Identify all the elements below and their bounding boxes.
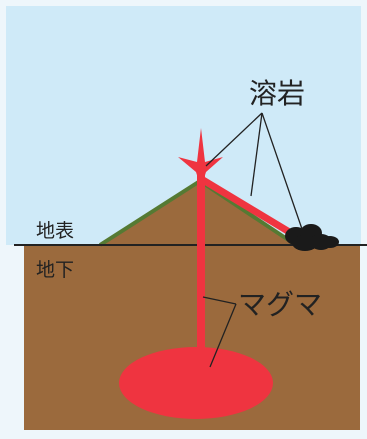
magma-label: マグマ [238, 288, 322, 321]
lava-flow [199, 176, 300, 240]
magma-conduit [197, 175, 205, 355]
lava-label: 溶岩 [249, 77, 305, 110]
magma-chamber [119, 347, 273, 419]
eruption-burst [178, 128, 223, 188]
lava-rocks [285, 224, 339, 251]
ground-surface-label: 地表 [36, 220, 74, 242]
magma-pointer-lines [202, 296, 237, 368]
underground-label: 地下 [36, 259, 74, 281]
lava-pointer-lines [205, 112, 303, 230]
